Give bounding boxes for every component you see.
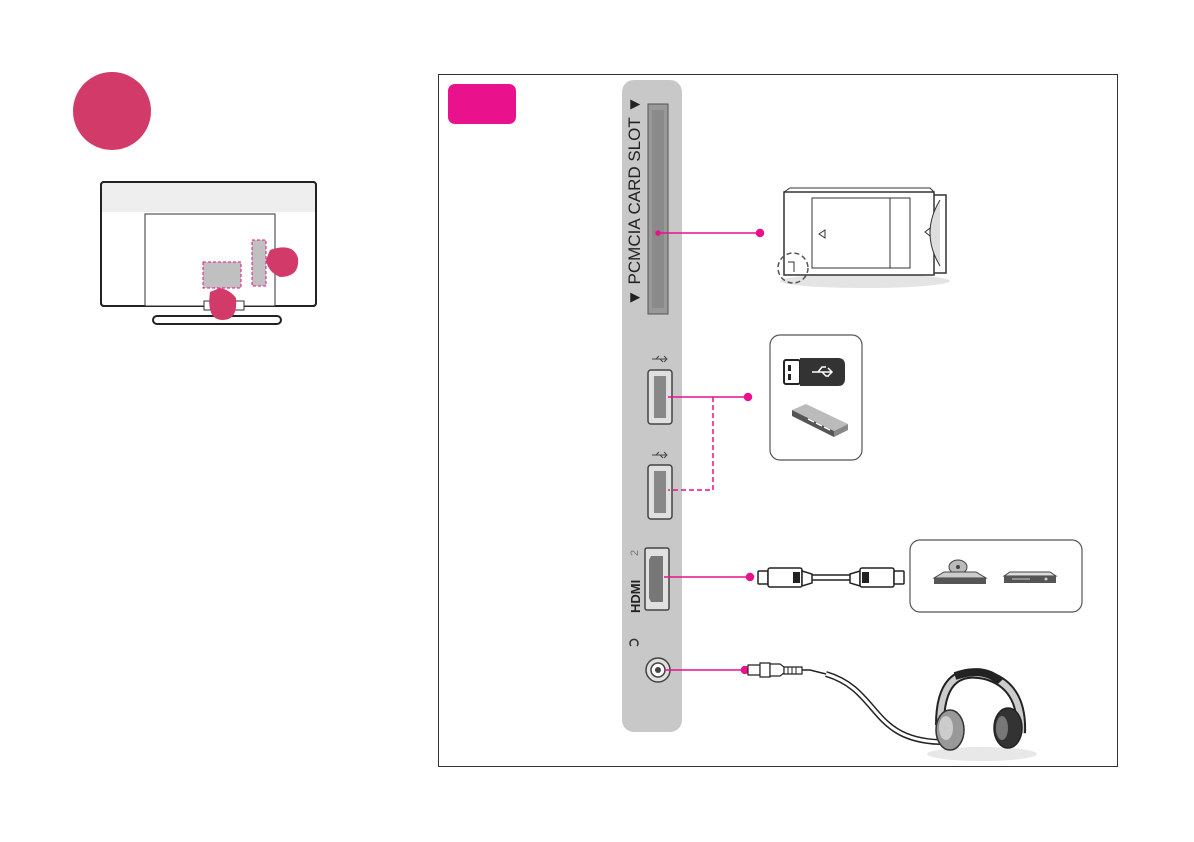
ci-module-icon bbox=[778, 188, 950, 288]
headphones-icon bbox=[748, 663, 1037, 761]
pcmcia-label: ▼ PCMCIA CARD SLOT ▼ bbox=[625, 96, 644, 306]
hdmi-port bbox=[645, 548, 669, 610]
hdmi-label: HDMI bbox=[628, 580, 643, 613]
set-top-box-icon bbox=[1004, 572, 1056, 583]
hdmi-cable-icon bbox=[758, 568, 904, 587]
usb-flash-drive-icon bbox=[784, 358, 845, 386]
hdmi-number: 2 bbox=[629, 550, 641, 556]
usb-port-2 bbox=[648, 465, 672, 519]
usb-devices-box bbox=[770, 335, 862, 460]
